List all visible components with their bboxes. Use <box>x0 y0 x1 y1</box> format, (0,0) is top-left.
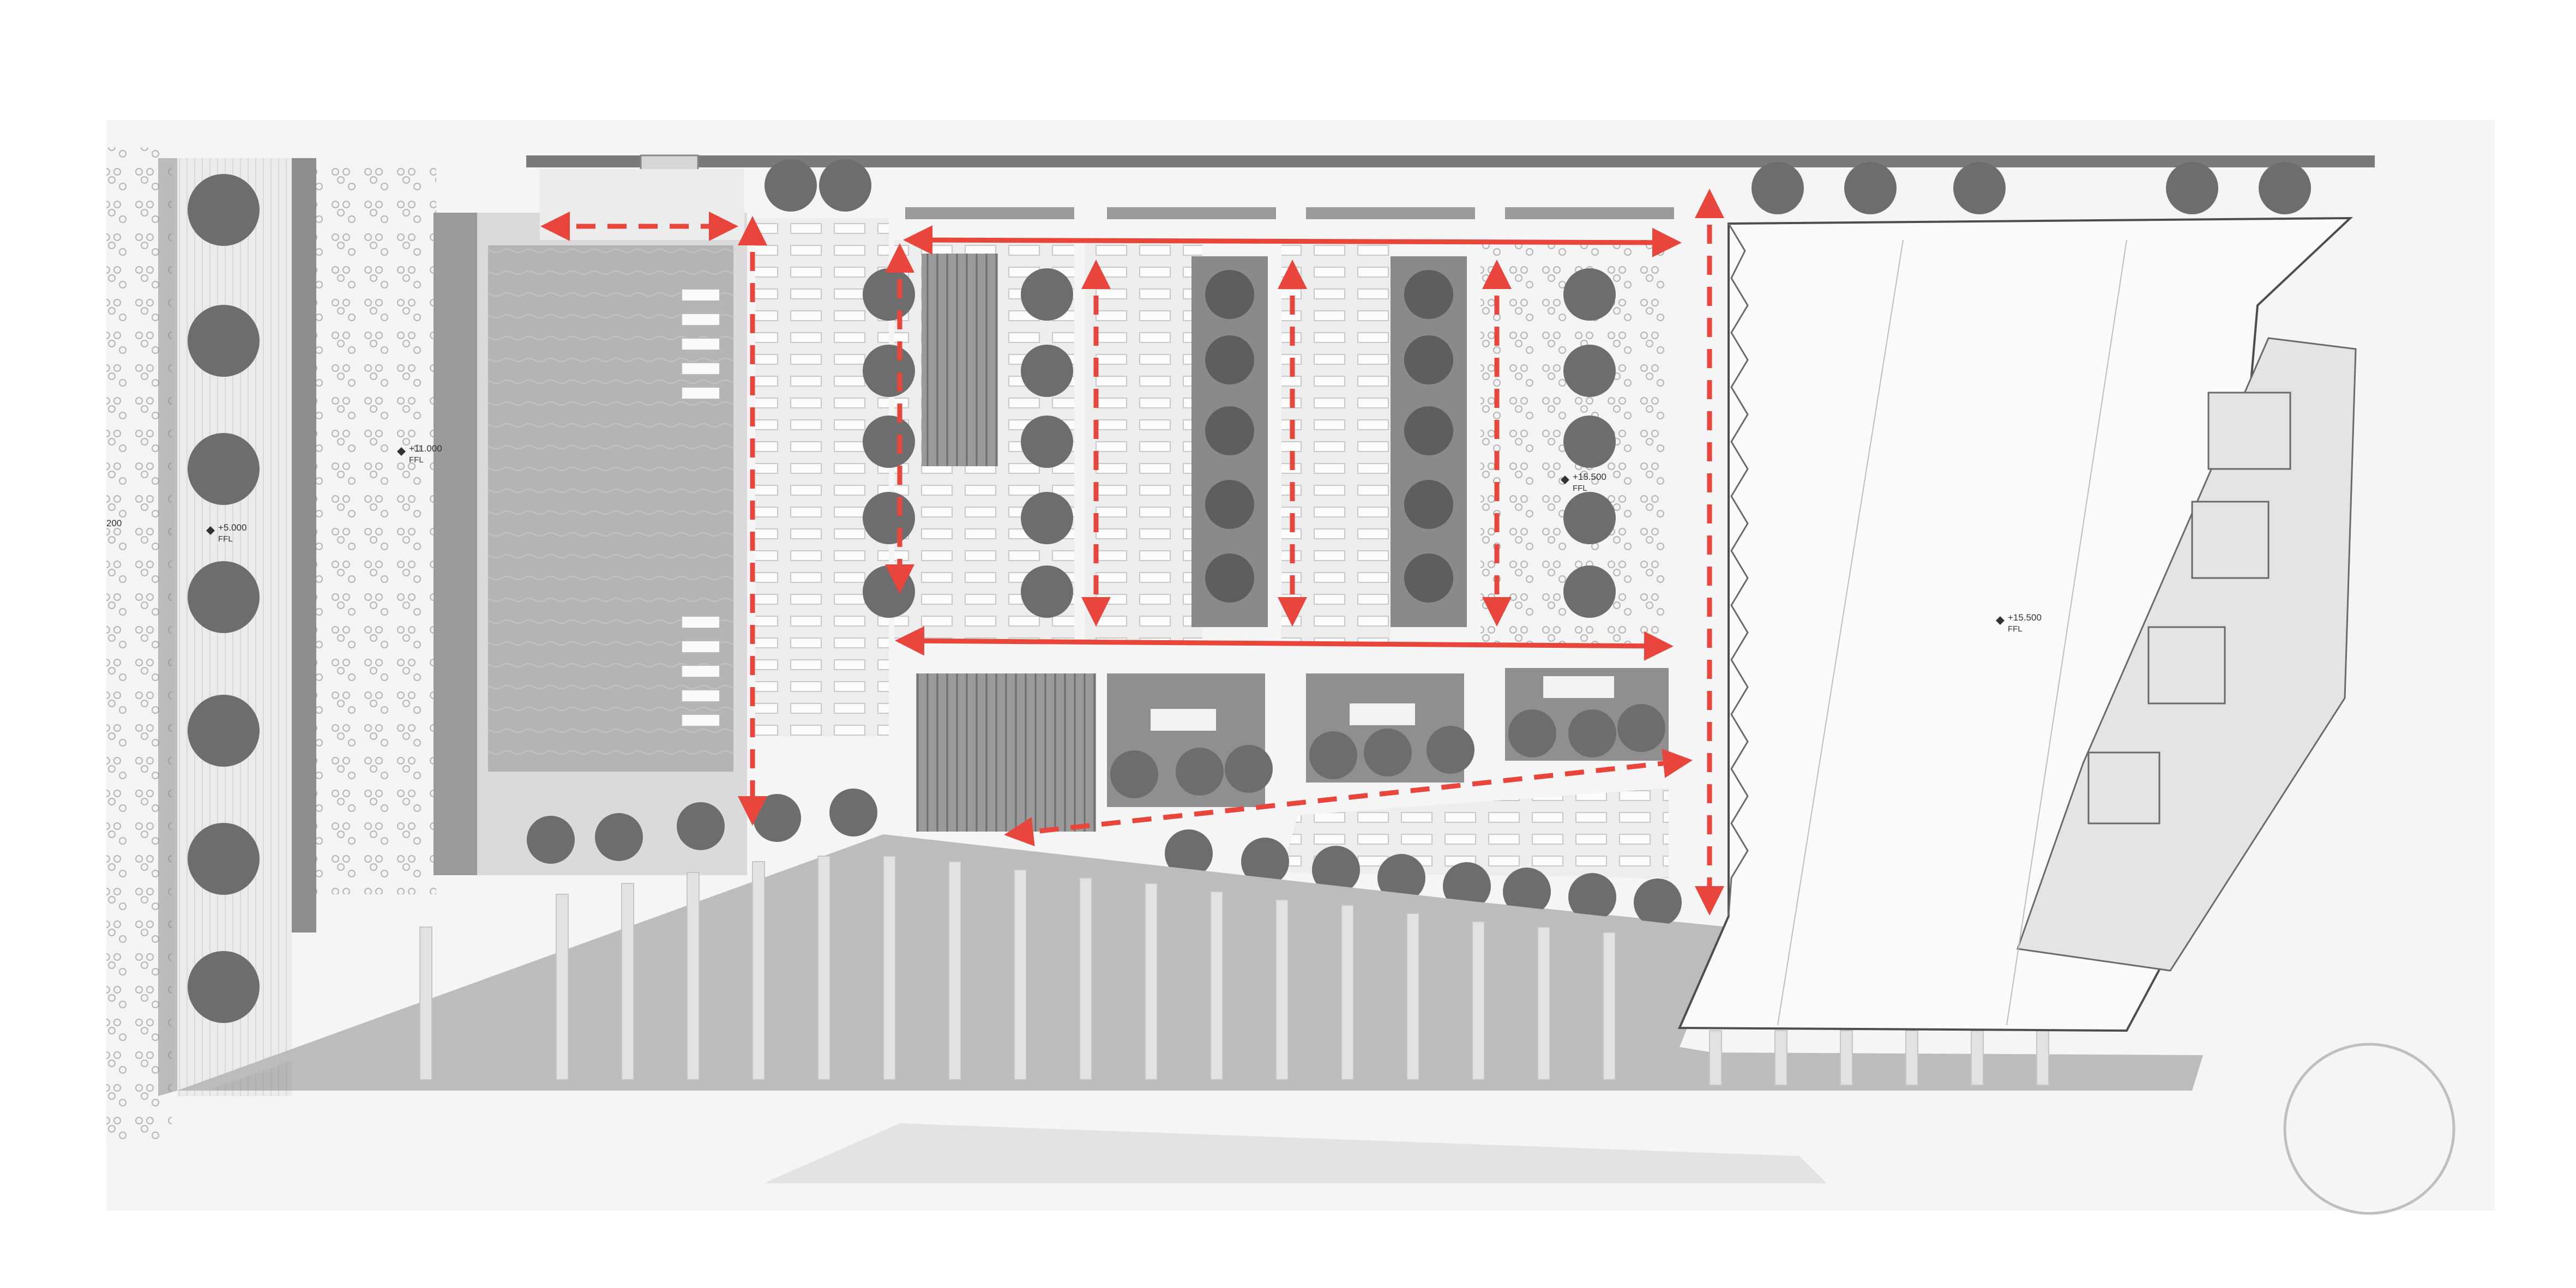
tower-core <box>2016 337 2357 972</box>
svg-text:FFL: FFL <box>1573 484 1587 493</box>
arrow-north-axis <box>903 225 1682 257</box>
louvred-pergola <box>922 254 998 466</box>
cafe-terrace <box>316 158 436 894</box>
arrow-diagonal <box>1004 749 1693 846</box>
svg-text:FFL: FFL <box>218 534 233 544</box>
level-marker-icon <box>1996 616 2005 625</box>
amphitheatre-steps <box>916 673 1096 832</box>
pool-surround <box>434 213 477 875</box>
garden-court-3 <box>1281 240 1391 643</box>
svg-text:FFL: FFL <box>2008 624 2023 634</box>
cafe-wall <box>292 158 316 932</box>
ramp-piers <box>419 856 2049 1086</box>
svg-text:+15.500: +15.500 <box>1573 472 1606 482</box>
north-wall <box>526 155 2375 167</box>
pool-entry-deck <box>540 169 744 240</box>
circulation-arrows-solid <box>895 225 1682 661</box>
circular-plaza <box>2283 1043 2455 1215</box>
svg-text:+5.000: +5.000 <box>218 522 246 533</box>
outer-boundary-wall <box>158 158 2203 1096</box>
level-marker-garden-terrace: +15.500 FFL <box>1561 472 1606 493</box>
garden-trees <box>527 159 2311 926</box>
svg-text:FFL: FFL <box>409 455 424 465</box>
level-marker-icon <box>397 447 406 456</box>
level-marker-left-terrace: +5.000 FFL <box>206 522 246 544</box>
garden-court-2 <box>1085 240 1202 643</box>
pergola-beams <box>905 207 1674 219</box>
level-marker-pool-deck: +11.000 FFL <box>397 443 442 465</box>
palm-trees <box>1205 270 1453 603</box>
pool-sunbeds <box>681 288 720 727</box>
tower-grid-lines <box>1777 239 2127 1026</box>
street-edge <box>763 1123 1827 1183</box>
level-marker-icon <box>206 526 215 535</box>
arrow-south-axis <box>895 626 1674 661</box>
left-tree-row <box>188 174 260 1023</box>
level-marker-icon <box>1561 476 1569 484</box>
swimming-pool <box>488 245 733 772</box>
left-edge-label: 200 <box>106 518 122 528</box>
svg-text:+11.000: +11.000 <box>409 443 442 454</box>
level-marker-tower-floor: +15.500 FFL <box>1996 612 2042 634</box>
tower-zigzag-facade <box>1728 223 1749 917</box>
diagonal-promenade <box>177 834 1723 1091</box>
svg-text:+15.500: +15.500 <box>2008 612 2042 623</box>
circulation-arrows-dashed <box>540 189 1724 916</box>
